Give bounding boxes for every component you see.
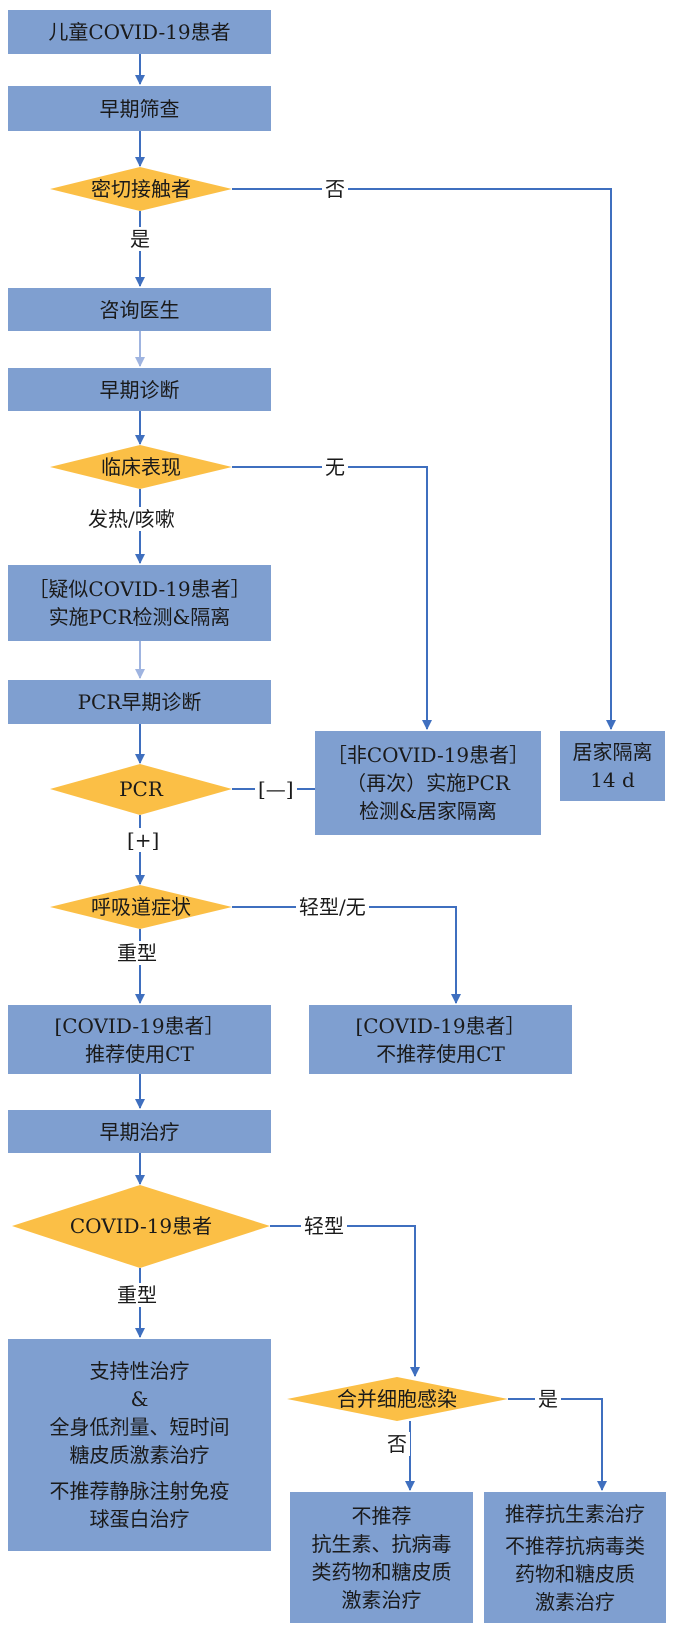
node-early-treatment: 早期治疗 <box>8 1110 271 1153</box>
edge-d5-d6 <box>270 1225 420 1377</box>
edge-d2-n7 <box>232 466 432 730</box>
node-consult-doctor: 咨询医生 <box>8 288 271 331</box>
decision-bacterial-infection-label: 合并细胞感染 <box>337 1387 457 1411</box>
edge-label-d2-none: 无 <box>322 455 348 479</box>
edge-d1-n8 <box>232 188 616 730</box>
decision-respiratory <box>50 885 232 929</box>
decision-covid-patient <box>12 1185 270 1268</box>
edge-d6-n14 <box>508 1398 607 1491</box>
edge-label-d5-severe: 重型 <box>114 1283 160 1307</box>
node-child-covid-patient: 儿童COVID-19患者 <box>8 10 271 54</box>
edge-label-d6-no: 否 <box>384 1432 410 1456</box>
node-ct-recommended: [COVID-19患者］ 推荐使用CT <box>8 1005 271 1074</box>
node-early-screening: 早期筛查 <box>8 86 271 131</box>
edge-label-d1-no: 否 <box>322 177 348 201</box>
edge-label-d4-severe: 重型 <box>114 941 160 965</box>
decision-bacterial-infection <box>287 1377 508 1421</box>
edge-label-d4-mild: 轻型/无 <box>296 895 369 919</box>
node-no-antibiotics: 不推荐 抗生素、抗病毒 类药物和糖皮质 激素治疗 <box>290 1492 473 1623</box>
decision-close-contact-label: 密切接触者 <box>91 177 191 201</box>
decision-clinical-label: 临床表现 <box>101 455 181 479</box>
edge-label-d2-symptoms: 发热/咳嗽 <box>85 507 178 531</box>
decision-clinical <box>50 445 232 489</box>
decision-covid-patient-label: COVID-19患者 <box>69 1214 213 1238</box>
edge-label-d5-mild: 轻型 <box>301 1214 347 1238</box>
edge-label-d3-positive: [+] <box>124 828 163 852</box>
node-supportive-treatment: 支持性治疗 & 全身低剂量、短时间 糖皮质激素治疗 不推荐静脉注射免疫 球蛋白治… <box>8 1339 271 1551</box>
decision-pcr-label: PCR <box>119 777 163 801</box>
node-ct-not-recommended: [COVID-19患者］ 不推荐使用CT <box>309 1005 572 1074</box>
node-suspected-patient: ［疑似COVID-19患者］ 实施PCR检测&隔离 <box>8 565 271 641</box>
node-pcr-early-diagnosis: PCR早期诊断 <box>8 680 271 724</box>
node-antibiotics-recommended: 推荐抗生素治疗 不推荐抗病毒类 药物和糖皮质 激素治疗 <box>484 1492 666 1623</box>
edge-label-d1-yes: 是 <box>127 227 153 251</box>
edge-label-d3-negative: [—] <box>255 777 297 801</box>
node-early-diagnosis: 早期诊断 <box>8 368 271 411</box>
node-home-isolation: 居家隔离 14 d <box>560 731 665 801</box>
edge-d4-n10 <box>232 906 461 1004</box>
decision-respiratory-label: 呼吸道症状 <box>91 895 191 919</box>
edge-label-d6-yes: 是 <box>535 1387 561 1411</box>
node-non-covid-patient: ［非COVID-19患者］ （再次）实施PCR 检测&居家隔离 <box>315 731 541 835</box>
decision-pcr <box>50 764 232 815</box>
decision-close-contact <box>50 167 232 211</box>
